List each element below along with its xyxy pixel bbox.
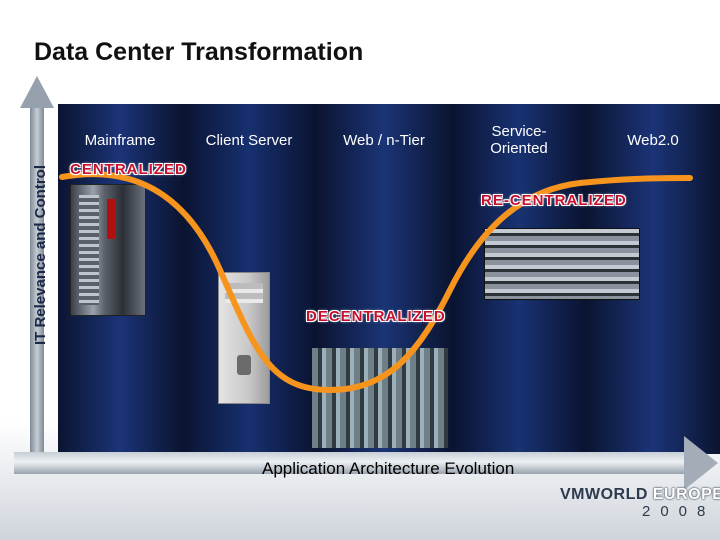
- phase-centralized: CENTRALIZED: [70, 161, 187, 178]
- server-rack-image: [484, 228, 640, 300]
- x-axis-arrow: [14, 452, 686, 474]
- x-axis-arrow-head: [684, 436, 718, 490]
- era-label-web-ntier: Web / n-Tier: [343, 131, 425, 149]
- era-label-web2: Web2.0: [627, 131, 679, 149]
- era-label-mainframe: Mainframe: [84, 131, 156, 149]
- vmworld-logo: VMWORLD EUROPE: [560, 486, 720, 504]
- page-title: Data Center Transformation: [34, 38, 364, 66]
- y-axis-arrow-head: [20, 76, 54, 108]
- x-axis-label: Application Architecture Evolution: [262, 459, 515, 478]
- era-label-service-oriented: Service- Oriented: [490, 123, 548, 157]
- era-label-client-server: Client Server: [205, 131, 293, 149]
- logo-accent-text: EUROPE: [652, 486, 720, 503]
- phase-recentralized: RE-CENTRALIZED: [481, 192, 627, 209]
- y-axis-arrow: [30, 106, 44, 458]
- phase-decentralized: DECENTRALIZED: [306, 308, 446, 325]
- relevance-curve-line: [59, 171, 693, 394]
- server-room-image: [312, 348, 448, 448]
- logo-year: 2008: [642, 503, 716, 520]
- mainframe-image: [70, 184, 146, 316]
- logo-main-text: VMWORLD: [560, 486, 653, 503]
